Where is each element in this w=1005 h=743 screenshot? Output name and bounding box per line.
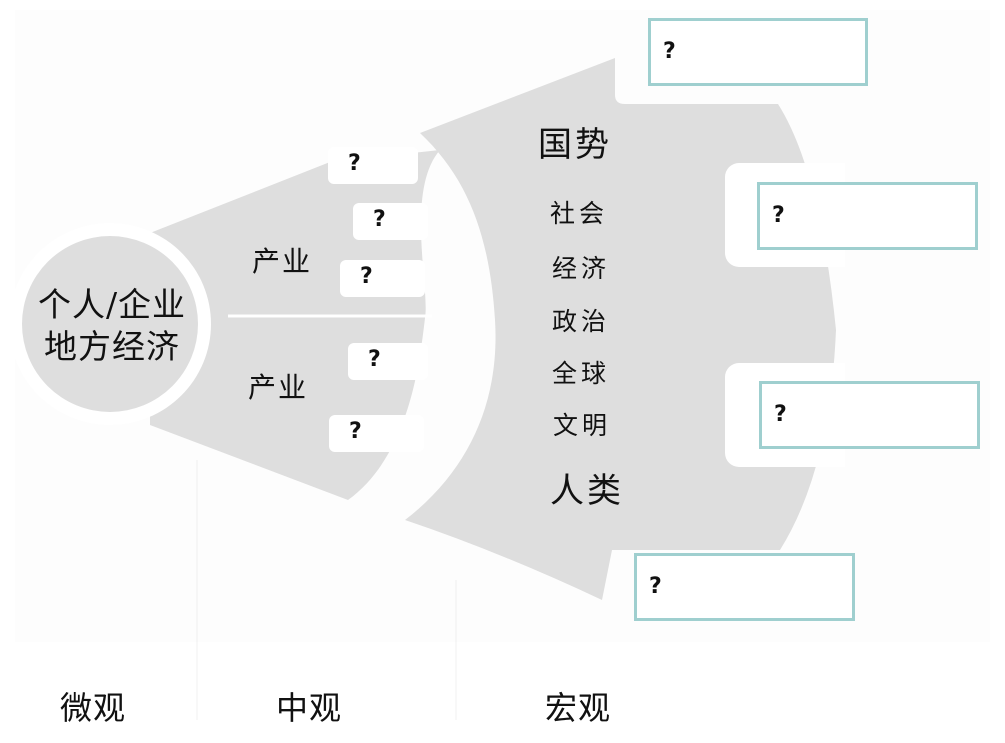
meso-question-5: ? — [329, 415, 424, 452]
meso-question-1: ? — [328, 147, 418, 184]
industry-label-upper: 产业 — [252, 245, 313, 278]
macro-footer: 人类 — [550, 471, 624, 511]
micro-label-group: 个人/企业 地方经济 — [22, 284, 202, 368]
scale-label-micro: 微观 — [60, 689, 127, 727]
macro-question-box-3: ? — [759, 381, 980, 449]
meso-question-4: ? — [348, 343, 428, 380]
macro-item-civilization: 文明 — [553, 411, 612, 440]
scale-label-meso: 中观 — [276, 689, 343, 727]
macro-arc-shape — [405, 58, 836, 600]
macro-question-box-1: ? — [648, 18, 868, 86]
micro-label-line1: 个人/企业 — [37, 285, 187, 324]
macro-item-economy: 经济 — [552, 254, 611, 283]
macro-item-society: 社会 — [550, 199, 609, 228]
micro-label-line2: 地方经济 — [44, 327, 180, 366]
industry-label-lower: 产业 — [248, 371, 309, 404]
macro-item-politics: 政治 — [552, 307, 611, 336]
scale-label-macro: 宏观 — [545, 689, 612, 727]
macro-question-box-2: ? — [757, 182, 978, 250]
meso-question-3: ? — [340, 260, 425, 297]
meso-question-2: ? — [353, 203, 428, 240]
macro-title: 国势 — [538, 125, 612, 165]
macro-question-box-4: ? — [634, 553, 855, 621]
micro-circle — [22, 236, 198, 412]
macro-item-global: 全球 — [552, 359, 611, 388]
